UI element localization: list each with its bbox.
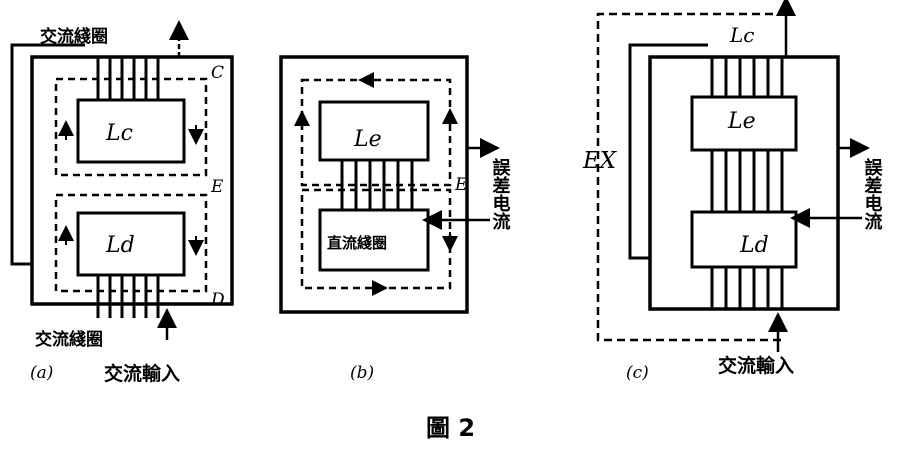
panel-a — [10, 20, 234, 340]
panel-a-flux-path-top — [54, 77, 208, 177]
panel-a-flux-label-e: E — [210, 177, 224, 197]
panel-b-core-label: Le — [353, 127, 382, 152]
panel-a-core-top-label: Lc — [105, 121, 133, 146]
panel-a-bottom-coil-label: 交流綫圈 — [35, 329, 103, 350]
panel-a-bottom-coil — [96, 275, 160, 318]
panel-c-ex-label: EX — [582, 148, 618, 174]
panel-c-window-top — [690, 95, 798, 152]
panel-c-error-current-label: 誤差电流 — [862, 157, 883, 230]
panel-a-flux-label-c: C — [211, 63, 224, 83]
panel-a-flux-label-d: D — [210, 290, 225, 310]
panel-a-core-frame — [30, 55, 234, 306]
panel-c-label: (c) — [626, 363, 649, 383]
panel-a-input-label: 交流輸入 — [104, 362, 180, 385]
panel-a-flux-path-bottom — [54, 193, 208, 293]
panel-c-core-top-label: Lc — [729, 23, 754, 47]
panel-b-window-top — [318, 100, 430, 162]
panel-b-core-frame — [279, 55, 469, 314]
panel-b — [279, 55, 500, 314]
panel-c-input-label: 交流輸入 — [718, 354, 794, 377]
figure-caption: 圖 2 — [426, 414, 475, 442]
panel-c-core-bottom-label: Ld — [739, 233, 769, 258]
panel-c-core-frame — [648, 55, 840, 311]
panel-a-window-bottom — [76, 211, 186, 277]
panel-a-top-coil-label: 交流綫圈 — [40, 26, 108, 47]
panel-c-top-coil — [710, 57, 784, 97]
panel-b-error-current-label: 誤差电流 — [490, 157, 511, 230]
panel-c-wire-loop — [628, 43, 708, 260]
panel-b-dc-coil-box — [318, 208, 430, 272]
panel-c-window-bottom — [690, 210, 798, 269]
panel-c-ex-bracket — [596, 12, 786, 342]
panel-c-bottom-coil — [710, 267, 784, 309]
panel-c — [596, 0, 870, 352]
panel-a-window-top — [76, 98, 186, 164]
panel-a-wire-loop — [10, 43, 85, 266]
panel-b-flux-label: E — [454, 175, 468, 195]
panel-b-dc-coil-label: 直流綫圈 — [327, 234, 387, 252]
panel-a-label: (a) — [30, 363, 53, 383]
panel-b-label: (b) — [350, 363, 374, 383]
panel-a-core-bottom-label: Ld — [105, 233, 135, 258]
panel-c-middle-coil — [710, 150, 784, 212]
panel-c-core-mid-label: Le — [727, 109, 756, 134]
